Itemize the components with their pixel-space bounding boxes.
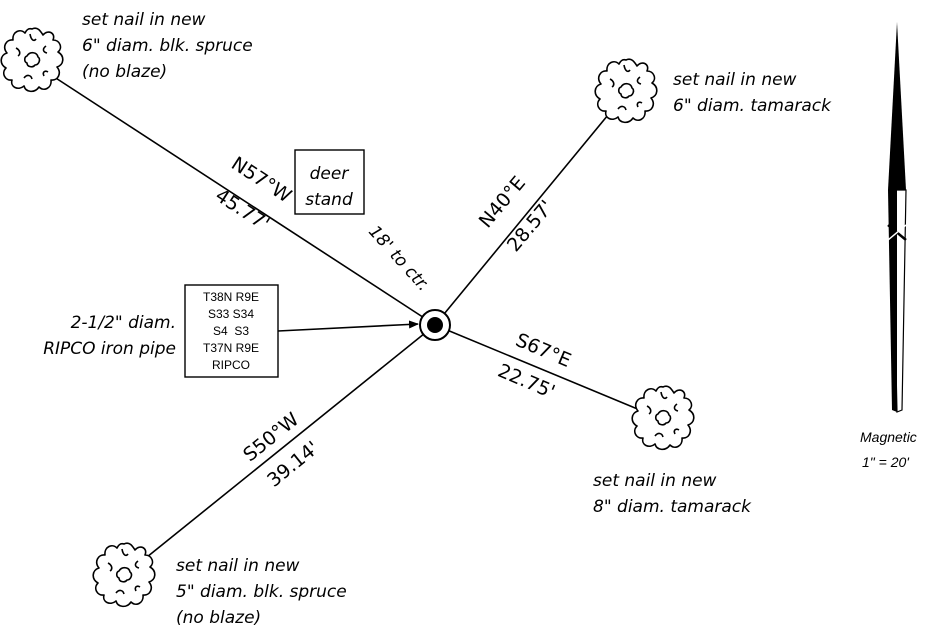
distance-se: 22.75' xyxy=(495,360,558,404)
tree-ne-icon xyxy=(594,58,658,124)
line-to-se-tree xyxy=(434,324,641,411)
pipe-pointer-arrow xyxy=(277,320,419,332)
north-arrow-label: Magnetic xyxy=(860,429,917,445)
deer-stand-label-1: deer xyxy=(310,164,350,184)
pipe-cap-line-5: RIPCO xyxy=(212,358,250,372)
tree-sw-icon xyxy=(92,542,156,608)
iron-pipe-dot xyxy=(427,317,443,333)
north-arrow-scale: 1" = 20' xyxy=(862,454,910,470)
pipe-label-2: RIPCO iron pipe xyxy=(43,339,176,359)
bearing-se: S67°E xyxy=(512,329,574,372)
tree-se-icon xyxy=(631,385,695,451)
tree-se-label-2: 8" diam. tamarack xyxy=(593,497,752,517)
pipe-cap-line-3: S4 S3 xyxy=(213,324,249,338)
pipe-cap-line-2: S33 S34 xyxy=(208,307,254,321)
tree-nw-icon xyxy=(0,27,64,93)
tree-sw-label-2: 5" diam. blk. spruce xyxy=(176,582,347,602)
tree-nw-label-2: 6" diam. blk. spruce xyxy=(82,36,253,56)
line-to-nw-tree xyxy=(44,70,436,326)
north-arrow-icon xyxy=(887,22,907,413)
pipe-label-1: 2-1/2" diam. xyxy=(71,313,176,333)
tree-sw-label-1: set nail in new xyxy=(176,556,300,576)
deer-stand-label-2: stand xyxy=(305,190,353,210)
line-to-sw-tree xyxy=(146,324,436,558)
deer-stand-distance: 18' to ctr. xyxy=(364,222,433,296)
pipe-cap-box xyxy=(184,284,279,378)
pipe-cap-line-1: T38N R9E xyxy=(203,290,259,304)
line-to-ne-tree xyxy=(434,114,609,326)
deer-stand-box xyxy=(294,149,365,215)
pipe-cap-line-4: T37N R9E xyxy=(203,341,259,355)
tree-ne-label-1: set nail in new xyxy=(673,70,797,90)
tree-se-label-1: set nail in new xyxy=(593,471,717,491)
tree-sw-label-3: (no blaze) xyxy=(176,608,261,628)
tree-nw-label-3: (no blaze) xyxy=(82,62,167,82)
tree-nw-label-1: set nail in new xyxy=(82,10,206,30)
tree-ne-label-2: 6" diam. tamarack xyxy=(673,96,832,116)
